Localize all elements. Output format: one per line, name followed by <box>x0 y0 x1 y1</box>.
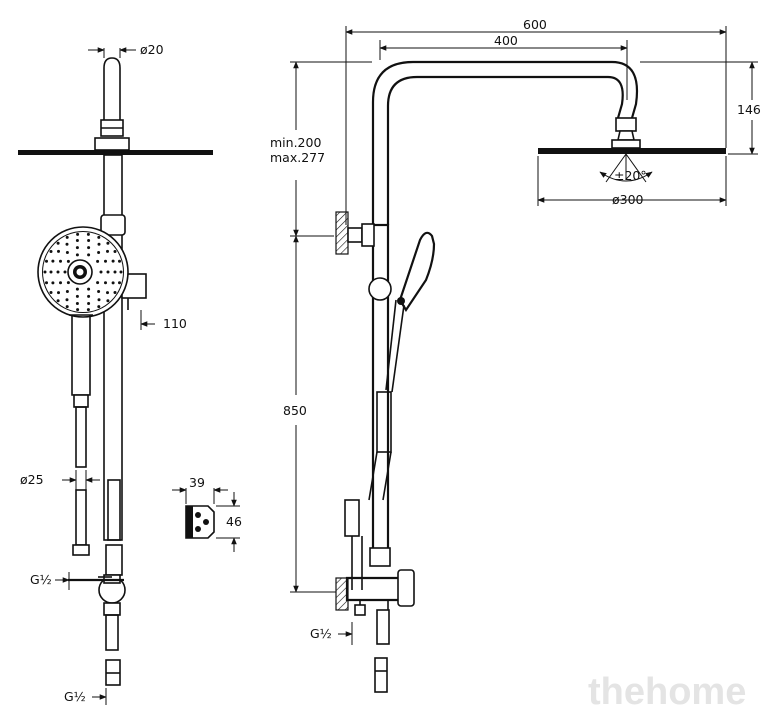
nozzle-dot <box>65 242 69 246</box>
nozzle-dot <box>113 250 117 253</box>
nozzle-dot <box>65 305 69 309</box>
nozzle-dot <box>106 241 110 245</box>
dim-hose-diameter: ø25 <box>20 472 44 487</box>
dim-thread-front: G½ <box>310 626 332 641</box>
nozzle-dot <box>49 291 53 294</box>
shower-arm <box>371 60 638 225</box>
nozzle-dot <box>65 290 69 293</box>
dim-head-drop: 146 <box>737 102 761 117</box>
nozzle-dot <box>49 250 53 253</box>
nozzle-dot <box>87 246 91 250</box>
dim-height-min: min.200 <box>270 135 321 150</box>
nozzle-pattern <box>43 232 123 312</box>
nozzle-dot <box>118 281 121 285</box>
dim-height-max: max.277 <box>270 150 325 165</box>
nozzle-dot <box>96 281 100 285</box>
nozzle-dot <box>97 235 101 239</box>
dim-arm-reach: 400 <box>494 33 518 48</box>
dim-head-diameter: ø300 <box>612 192 644 207</box>
nozzle-dot <box>106 291 109 295</box>
dim-thread-lower: G½ <box>64 689 86 704</box>
front-view: 600 400 146 min.200 max.277 850 ±20° <box>270 17 761 693</box>
nozzle-dot <box>45 259 48 263</box>
nozzle-dot <box>75 246 79 250</box>
nozzle-dot <box>96 259 100 263</box>
nozzle-dot <box>87 302 91 305</box>
nozzle-dot <box>75 302 79 305</box>
nozzle-dot <box>45 281 48 285</box>
nozzle-dot <box>113 270 117 274</box>
nozzle-dot <box>76 308 80 312</box>
nozzle-dot <box>75 287 79 291</box>
nozzle-dot <box>56 299 60 303</box>
nozzle-dot <box>59 281 62 285</box>
nozzle-dot <box>87 287 91 291</box>
nozzle-dot <box>63 270 67 274</box>
nozzle-dot <box>75 239 79 242</box>
nozzle-dot <box>97 251 101 254</box>
dim-holder-width: 39 <box>189 475 205 490</box>
rain-head <box>538 148 726 154</box>
nozzle-dot <box>106 299 110 303</box>
nozzle-dot <box>97 298 101 302</box>
nozzle-dot <box>99 270 103 274</box>
nozzle-dot <box>113 291 117 294</box>
dim-overall-width: 600 <box>523 17 547 32</box>
head-plate-side <box>18 150 213 155</box>
thermostat-body <box>345 576 402 602</box>
nozzle-dot <box>56 241 60 245</box>
nozzle-dot <box>97 242 101 246</box>
nozzle-dot <box>56 270 60 274</box>
nozzle-dot <box>104 259 107 263</box>
nozzle-dot <box>87 239 91 242</box>
nozzle-dot <box>65 251 69 254</box>
nozzle-dot <box>59 259 62 263</box>
hand-shower-handle <box>71 315 91 396</box>
nozzle-dot <box>118 259 121 263</box>
holder-detail: 39 46 <box>172 475 242 552</box>
wall-bracket-lower <box>335 577 349 611</box>
nozzle-dot <box>43 270 47 274</box>
dim-holder-height: 46 <box>226 514 242 529</box>
nozzle-dot <box>119 270 123 274</box>
side-view: ø20 110 ø25 G½ G½ <box>18 42 213 705</box>
nozzle-dot <box>51 259 55 263</box>
dim-rail-height: 850 <box>283 403 307 418</box>
dim-spray-angle: ±20° <box>614 168 647 183</box>
nozzle-dot <box>75 253 79 257</box>
nozzle-dot <box>75 294 79 298</box>
dim-thread-upper: G½ <box>30 572 52 587</box>
nozzle-dot <box>106 270 110 274</box>
nozzle-dot <box>66 259 70 263</box>
nozzle-dot <box>86 308 90 312</box>
nozzle-dot <box>57 291 60 295</box>
nozzle-dot <box>106 249 109 253</box>
nozzle-dot <box>51 281 55 285</box>
nozzle-dot <box>86 232 90 236</box>
nozzle-dot <box>87 294 91 298</box>
nozzle-dot <box>65 235 69 239</box>
nozzle-dot <box>97 305 101 309</box>
dim-pipe-diameter: ø20 <box>140 42 164 57</box>
nozzle-dot <box>104 281 107 285</box>
top-pipe <box>103 57 121 120</box>
dim-hand-reach: 110 <box>163 316 187 331</box>
nozzle-dot <box>57 249 60 253</box>
nozzle-dot <box>111 281 115 285</box>
nozzle-dot <box>49 270 53 274</box>
watermark: thehome <box>588 671 746 713</box>
nozzle-dot <box>87 253 91 257</box>
nozzle-dot <box>111 259 115 263</box>
nozzle-dot <box>65 298 69 302</box>
hand-shower-front <box>398 231 436 313</box>
nozzle-dot <box>97 290 101 293</box>
nozzle-dot <box>66 281 70 285</box>
nozzle-dot <box>76 232 80 236</box>
